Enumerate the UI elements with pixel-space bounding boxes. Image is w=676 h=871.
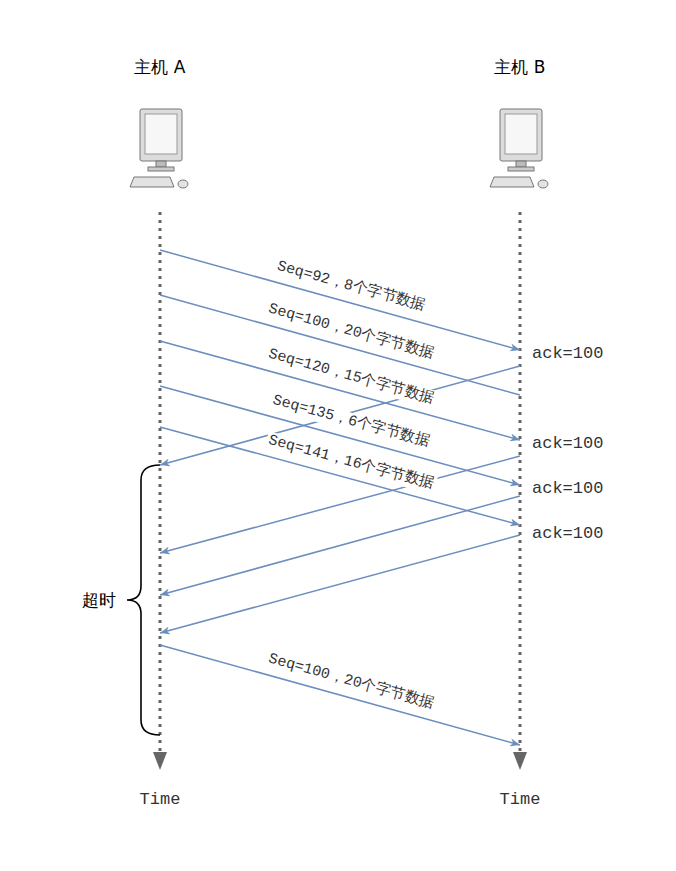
- timeout-label: 超时: [82, 590, 116, 610]
- message-arrow: [160, 496, 520, 595]
- lifeline: [159, 212, 162, 752]
- host-node: 主机 B: [470, 56, 570, 197]
- computer-icon: [128, 107, 192, 197]
- lifeline-arrow: [513, 752, 527, 770]
- message-arrow: [160, 535, 520, 633]
- lifeline-arrow: [153, 752, 167, 770]
- ack-label: ack=100: [532, 434, 603, 454]
- message-arrow: [160, 456, 520, 553]
- ack-label: ack=100: [532, 344, 603, 364]
- ack-label: ack=100: [532, 524, 603, 544]
- host-label: 主机 A: [134, 56, 185, 79]
- axis-label: Time: [500, 790, 541, 810]
- host-label: 主机 B: [494, 56, 545, 79]
- ack-label: ack=100: [532, 479, 603, 499]
- timeout-brace: [127, 465, 160, 735]
- host-node: 主机 A: [110, 56, 210, 197]
- lifeline: [519, 212, 522, 752]
- computer-icon: [488, 107, 552, 197]
- message-arrow: [160, 645, 520, 745]
- axis-label: Time: [140, 790, 181, 810]
